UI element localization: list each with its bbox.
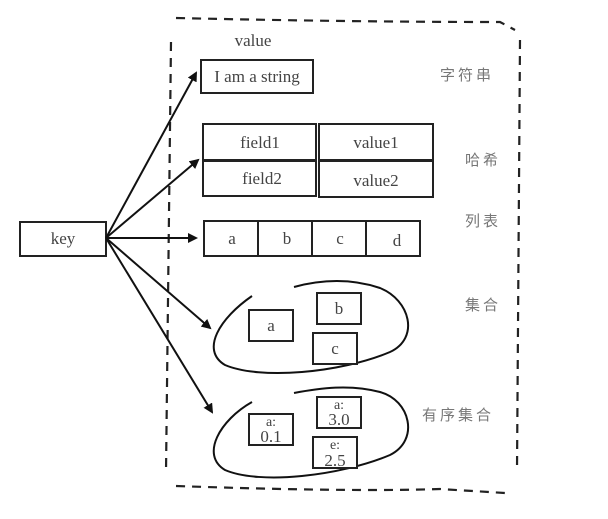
set-member-3: c [331,339,339,358]
zset-member-2-name: a: [334,398,344,413]
list-item-box-3 [311,220,367,257]
hash-type-label: 哈希 [465,151,501,169]
list-type-label: 列表 [465,212,501,230]
zset-member-2-score: 3.0 [328,410,349,429]
set-structure: a b c 集合 [212,280,501,375]
string-type-label: 字符串 [440,66,494,84]
hash-field-2: field2 [242,169,282,188]
set-member-box-3 [312,332,358,365]
list-item-1: a [228,229,236,248]
hash-value-1: value1 [353,133,398,152]
list-item-box-4 [365,220,421,257]
arrow-to-string [105,71,197,239]
zset-member-1-score: 0.1 [260,427,281,446]
zset-structure: a: 0.1 a: 3.0 e: 2.5 有序集合 [212,386,494,479]
hash-value-2: value2 [353,171,398,190]
key-label: key [51,229,76,248]
key-node: key [19,221,107,257]
set-member-box-1 [248,309,294,342]
hash-value-box-1 [318,123,434,161]
list-item-3: c [336,229,344,248]
set-member-box-2 [316,292,362,325]
string-value-box [200,59,314,94]
frame-bottom [175,484,506,495]
hash-structure: field1 value1 field2 value2 哈希 [202,123,501,198]
zset-ellipse [212,386,409,479]
frame-right [515,39,522,471]
set-ellipse [212,280,409,375]
arrow-to-zset [105,237,214,414]
zset-member-box-2 [316,396,362,429]
zset-member-box-3 [312,436,358,469]
key-arrows [105,71,214,414]
string-structure: value I am a string 字符串 [200,31,494,94]
zset-member-3-name: e: [330,438,340,453]
string-value: I am a string [214,67,300,86]
frame-left [164,41,173,473]
set-type-label: 集合 [465,296,501,314]
values-container-frame [164,16,522,495]
arrow-to-set [105,237,212,330]
zset-member-box-1 [248,413,294,446]
list-item-box-2 [257,220,313,257]
list-item-2: b [283,229,292,248]
set-member-2: b [335,299,344,318]
hash-value-box-2 [318,160,434,198]
zset-member-3-score: 2.5 [324,451,345,470]
arrow-to-hash [105,158,200,239]
list-item-box-1 [203,220,259,257]
hash-field-1: field1 [240,133,280,152]
set-member-1: a [267,316,275,335]
list-structure: a b c d 列表 [203,212,501,257]
string-value-header: value [235,31,272,50]
zset-member-1-name: a: [266,415,276,430]
zset-type-label: 有序集合 [422,406,494,424]
list-item-4: d [393,231,402,250]
hash-field-box-2 [202,160,317,197]
frame-top [175,16,516,31]
